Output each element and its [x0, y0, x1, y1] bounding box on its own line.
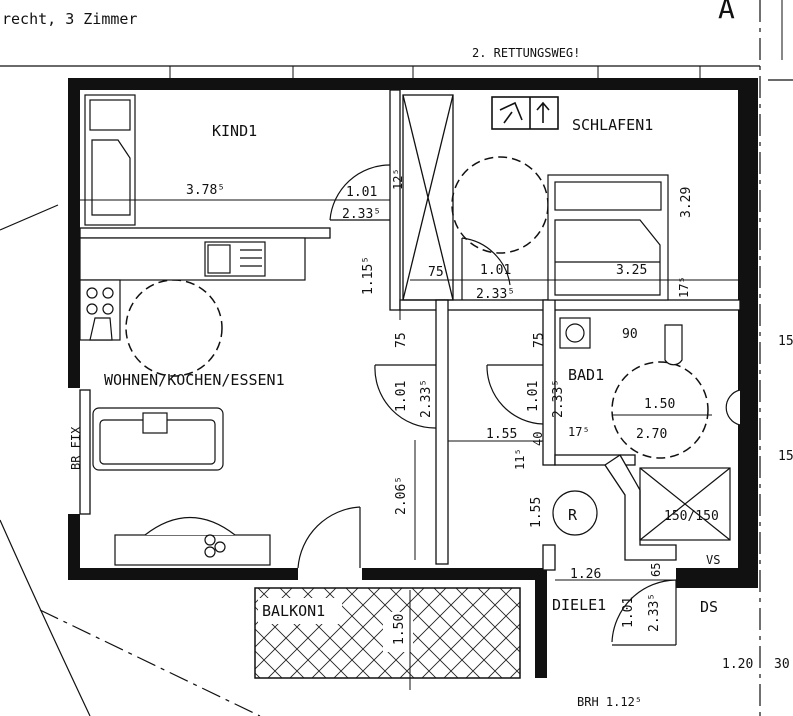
doors — [297, 164, 677, 646]
dim-90: 90 — [622, 327, 638, 342]
room-bad: BAD1 — [568, 366, 604, 384]
dim-1-15: 1.15⁵ — [361, 256, 376, 295]
dim-65: 65 — [649, 563, 663, 577]
interior-walls — [79, 89, 741, 571]
balcony-dim-box — [383, 612, 413, 652]
dim-1-26: 1.26 — [570, 567, 601, 582]
dim-40: 40 — [531, 432, 545, 446]
dim-1-55b: 1.55 — [529, 497, 544, 528]
dim-15a: 15 — [778, 334, 793, 349]
dim-schlafen-w: 3.25 — [616, 263, 647, 278]
dim-door-diele-w: 1.01 — [621, 597, 636, 628]
dim-1-55a: 1.55 — [486, 427, 517, 442]
outer-walls — [68, 78, 758, 678]
room-ds: DS — [700, 598, 718, 616]
dim-door-diele-h: 2.33⁵ — [647, 593, 662, 632]
dim-15b: 15 — [778, 449, 793, 464]
room-balkon: BALKON1 — [262, 602, 325, 620]
dim-door-wohn-w: 1.01 — [394, 381, 409, 412]
escape-route-label: 2. RETTUNGSWEG! — [472, 46, 580, 60]
balcony-label-box — [258, 598, 342, 624]
r-symbol: R — [568, 506, 578, 524]
dim-door-schl-w: 1.01 — [480, 263, 511, 278]
dim-17-5: 17⁵ — [677, 276, 691, 298]
dim-17-5b: 17⁵ — [568, 425, 590, 439]
shower-size: 150/150 — [664, 509, 719, 524]
dim-11-5: 11⁵ — [513, 448, 527, 470]
dimension-lines — [80, 66, 738, 690]
dim-door-kind-w: 1.01 — [346, 185, 377, 200]
dim-door-bad-w: 1.01 — [526, 381, 541, 412]
dim-door-bad-h: 2.33⁵ — [551, 379, 566, 418]
brh-label: BRH 1.12⁵ — [577, 695, 642, 709]
vs-label: VS — [706, 553, 720, 567]
dim-door-wohn-h: 2.33⁵ — [419, 379, 434, 418]
dim-schlafen-h: 3.29 — [679, 187, 694, 218]
dim-75b: 75 — [394, 332, 409, 348]
emergency-exit-sign — [491, 96, 559, 130]
dim-75c: 75 — [532, 332, 547, 348]
dim-1-50: 1.50 — [392, 614, 407, 645]
dim-75a: 75 — [428, 265, 444, 280]
room-kind: KIND1 — [212, 122, 257, 140]
dim-2-06: 2.06⁵ — [394, 476, 409, 515]
dim-30: 30 — [774, 657, 790, 672]
room-diele: DIELE1 — [552, 596, 606, 614]
dim-bad-width: 2.70 — [636, 427, 667, 442]
dim-bad-turn: 1.50 — [644, 397, 675, 412]
room-schlafen: SCHLAFEN1 — [572, 116, 653, 134]
furniture — [79, 94, 741, 566]
dim-kind-width: 3.78⁵ — [186, 183, 225, 198]
window-fix: BR FIX — [69, 426, 83, 470]
dim-door-schl-h: 2.33⁵ — [476, 287, 515, 302]
room-wohnen: WOHNEN/KOCHEN/ESSEN1 — [104, 371, 285, 389]
dim-12-5: 12⁵ — [391, 168, 405, 190]
plan-subtitle: recht, 3 Zimmer — [2, 10, 137, 28]
section-mark: A — [718, 0, 735, 25]
dim-1-20: 1.20 — [722, 657, 753, 672]
dim-door-kind-h: 2.33⁵ — [342, 207, 381, 222]
